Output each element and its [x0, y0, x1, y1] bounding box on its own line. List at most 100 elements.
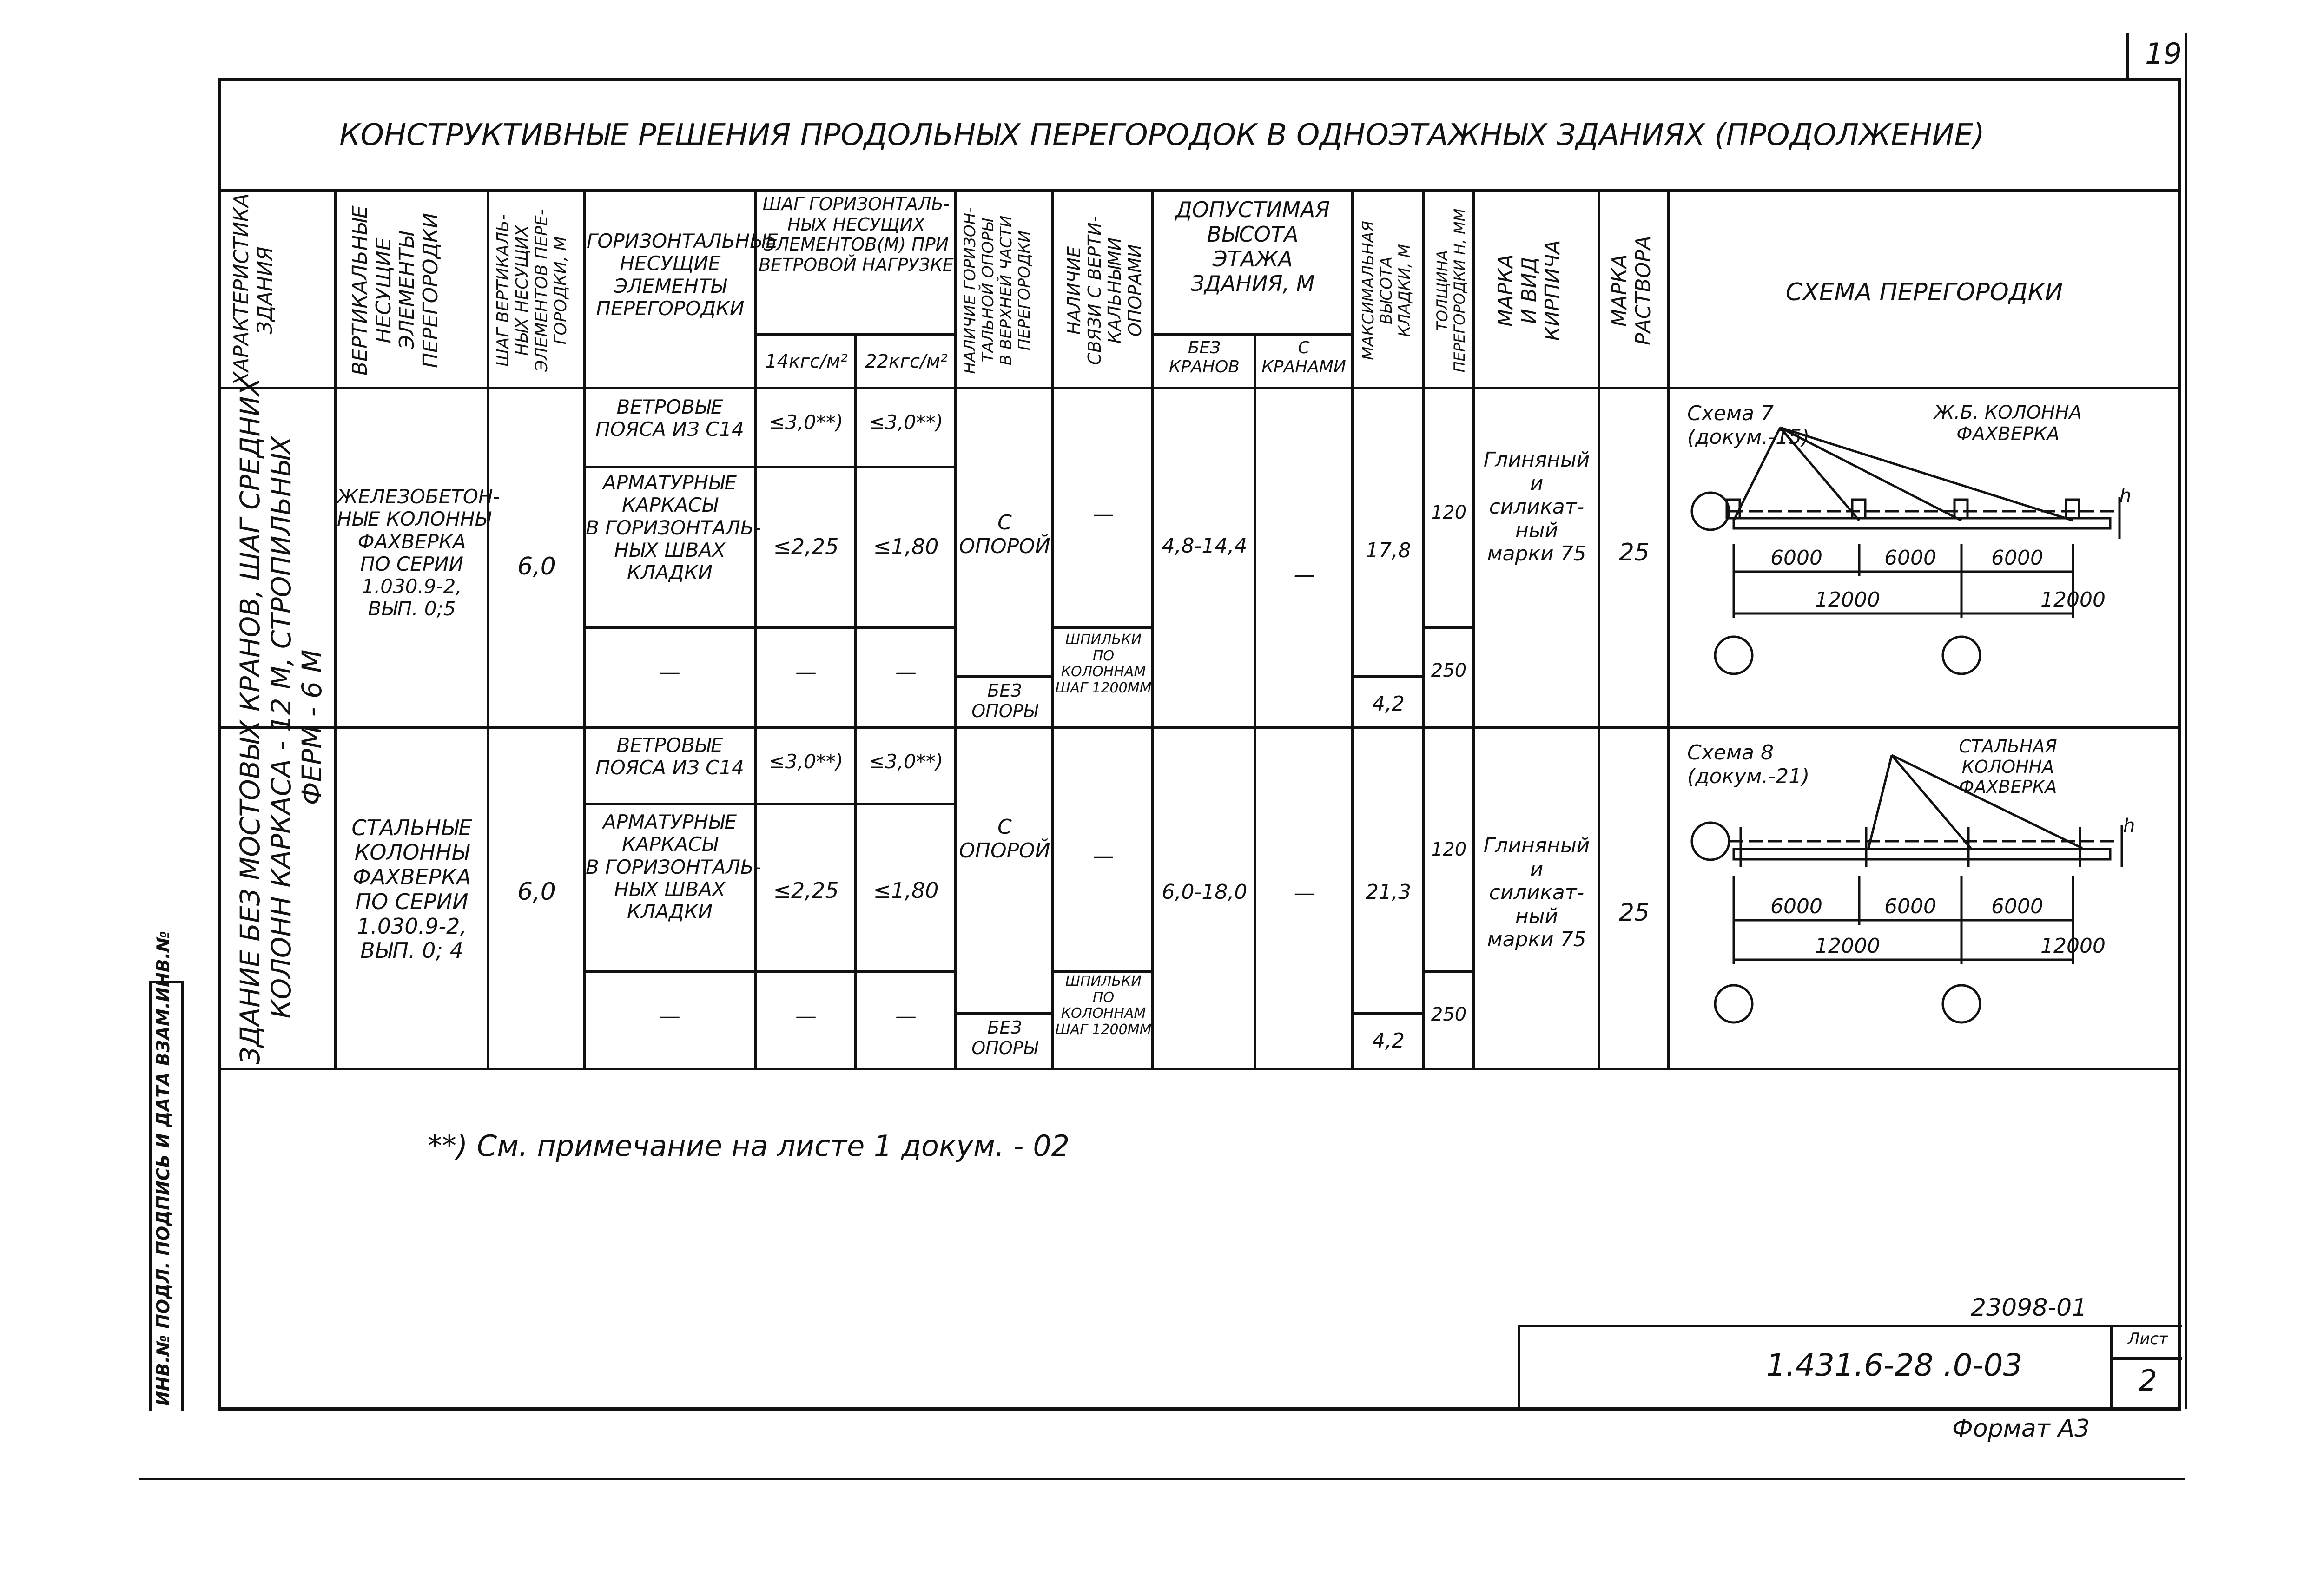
header-horizontal-elements: Горизонтальные несущие элементы перегоро… — [587, 230, 779, 320]
scheme7-title: Схема 7 (докум.-15) — [1687, 402, 1810, 449]
row1-h2b: ≤1,80 — [873, 534, 939, 559]
scheme8-dim-5: 12000 — [2040, 934, 2106, 958]
row2-h2: Арматурные каркасы в горизонталь- ных шв… — [586, 811, 761, 923]
svg-text:h: h — [2119, 485, 2131, 507]
header-vertical-elements: Вертикальные несущие элементы перегородк… — [348, 205, 442, 376]
row1-height-crane: — — [1294, 562, 1315, 587]
stamp-frame — [2110, 1325, 2113, 1411]
stamp-frame — [1518, 1325, 2182, 1327]
header-scheme: Схема перегородки — [1785, 278, 2063, 306]
scheme8-drawing: h 6000 6000 6000 12000 12000 — [1690, 754, 2135, 1024]
binding-strip-line — [149, 981, 184, 983]
row2-h1b: ≤3,0**) — [868, 750, 944, 773]
header-with-crane: с кранами — [1261, 338, 1346, 377]
stamp-frame — [1518, 1325, 1520, 1411]
row2-h1: Ветровые пояса из С14 — [595, 734, 744, 779]
row1-link-pins: шпильки по колоннам шаг 1200мм — [1055, 632, 1152, 696]
archive-number: 23098-01 — [1971, 1294, 2087, 1322]
scheme8-label: Стальная колонна фахверка — [1959, 736, 2057, 798]
scheme7-label: Ж.Б. колонна фахверка — [1934, 402, 2082, 445]
binding-strip-text: Инв.№ подл. Подпись и дата Взам.инв.№ — [153, 931, 173, 1406]
header-horizontal-support: Наличие горизон- тальной опоры в верхней… — [961, 207, 1034, 374]
row2-mortar: 25 — [1618, 899, 1650, 927]
sheet-format: Формат А3 — [1952, 1415, 2090, 1443]
header-vertical-link: Наличие связи с верти- кальными опорами — [1064, 216, 1146, 365]
page-number-frame — [2185, 33, 2187, 1409]
drawing-sheet — [218, 78, 2181, 1411]
footnote: **) См. примечание на листе 1 докум. - 0… — [428, 1129, 1070, 1163]
row2-link-none: — — [1093, 843, 1114, 868]
row2-support-without: без опоры — [971, 1017, 1038, 1058]
row2-support-with: с опорой — [959, 815, 1050, 863]
scheme7-dim-2: 6000 — [1884, 546, 1936, 570]
row1-vertical-elements: Железобетон- ные колонны фахверка по сер… — [337, 485, 500, 620]
table-title: Конструктивные решения продольных перего… — [339, 118, 1985, 152]
row1-h3a: — — [795, 659, 817, 685]
row1-thickness-250: 250 — [1431, 660, 1467, 681]
row1-mortar: 25 — [1618, 539, 1650, 567]
row2-h3: — — [659, 1003, 680, 1028]
row1-h2a: ≤2,25 — [773, 534, 839, 559]
sheet-number: 2 — [2139, 1364, 2157, 1398]
building-description: Здание без мостовых кранов, шаг средних … — [234, 377, 328, 1064]
page-number-frame — [2126, 33, 2129, 80]
page-number: 19 — [2145, 37, 2182, 71]
scheme7-dim-4: 12000 — [1815, 588, 1880, 612]
svg-text:h: h — [2123, 815, 2135, 837]
header-no-crane: без кранов — [1169, 338, 1240, 377]
scheme8-dim-4: 12000 — [1815, 934, 1880, 958]
stamp-frame — [2110, 1357, 2182, 1360]
row2-h2a: ≤2,25 — [773, 878, 839, 903]
header-brick: Марка и вид кирпича — [1494, 240, 1565, 341]
header-building: Характеристика здания — [230, 193, 277, 386]
row1-h3b: — — [895, 659, 917, 685]
row2-h1a: ≤3,0**) — [768, 750, 844, 773]
binding-strip-line — [181, 981, 184, 1411]
scheme7-dim-5: 12000 — [2040, 588, 2106, 612]
row2-height-no-crane: 6,0-18,0 — [1162, 880, 1248, 904]
row1-h2: Арматурные каркасы в горизонталь- ных шв… — [586, 471, 761, 584]
row1-brick: Глиняный и силикат- ный марки 75 — [1483, 448, 1590, 566]
row2-max-height-2: 4,2 — [1372, 1029, 1405, 1053]
row2-max-height: 21,3 — [1366, 880, 1411, 904]
scheme7-dim-3: 6000 — [1991, 546, 2043, 570]
row1-support-with: с опорой — [959, 511, 1050, 558]
row1-h3: — — [659, 659, 680, 685]
row2-brick: Глиняный и силикат- ный марки 75 — [1483, 834, 1590, 952]
header-thickness: Толщина перегородки h, мм — [1433, 208, 1468, 373]
header-vertical-step: Шаг вертикаль- ных несущих элементов пер… — [494, 209, 571, 372]
scheme8-dim-3: 6000 — [1991, 895, 2043, 918]
header-horizontal-step: Шаг горизонталь- ных несущих элементов(м… — [759, 194, 954, 276]
scheme7-drawing: h 6000 6000 6000 12000 12000 — [1690, 426, 2131, 675]
scheme8-dim-1: 6000 — [1770, 895, 1822, 918]
row1-thickness-120: 120 — [1431, 502, 1467, 523]
row1-h1a: ≤3,0**) — [768, 411, 844, 434]
scheme7-dim-1: 6000 — [1770, 546, 1822, 570]
binding-strip-line — [149, 981, 152, 1411]
header-mortar: Марка раствора — [1608, 236, 1655, 345]
row2-thickness-120: 120 — [1431, 839, 1467, 860]
row2-h2b: ≤1,80 — [873, 878, 939, 903]
sheet-label: Лист — [2127, 1330, 2168, 1348]
header-wind-14: 14кгс/м² — [765, 351, 848, 372]
row1-link-none: — — [1093, 501, 1114, 527]
header-wind-22: 22кгс/м² — [865, 351, 948, 372]
document-code: 1.431.6-28 .0-03 — [1766, 1347, 2023, 1383]
scheme8-title: Схема 8 (докум.-21) — [1687, 741, 1810, 788]
row2-link-pins: шпильки по колоннам шаг 1200мм — [1055, 973, 1152, 1038]
row2-height-crane: — — [1294, 880, 1315, 905]
row1-max-height: 17,8 — [1366, 539, 1411, 562]
row2-h3b: — — [895, 1003, 917, 1028]
row1-h1b: ≤3,0**) — [868, 411, 944, 434]
row2-h3a: — — [795, 1003, 817, 1028]
row2-vertical-elements: Стальные колонны фахверка по серии 1.030… — [351, 815, 472, 963]
trim-line — [139, 1478, 2185, 1480]
scheme8-dim-2: 6000 — [1884, 895, 1936, 918]
row1-step: 6,0 — [517, 553, 556, 580]
row1-height-no-crane: 4,8-14,4 — [1162, 534, 1248, 558]
row1-max-height-2: 4,2 — [1372, 692, 1405, 716]
row2-thickness-250: 250 — [1431, 1004, 1467, 1025]
header-allowed-height: Допустимая высота этажа здания, м — [1175, 197, 1330, 296]
row1-h1: Ветровые пояса из С14 — [595, 396, 744, 441]
